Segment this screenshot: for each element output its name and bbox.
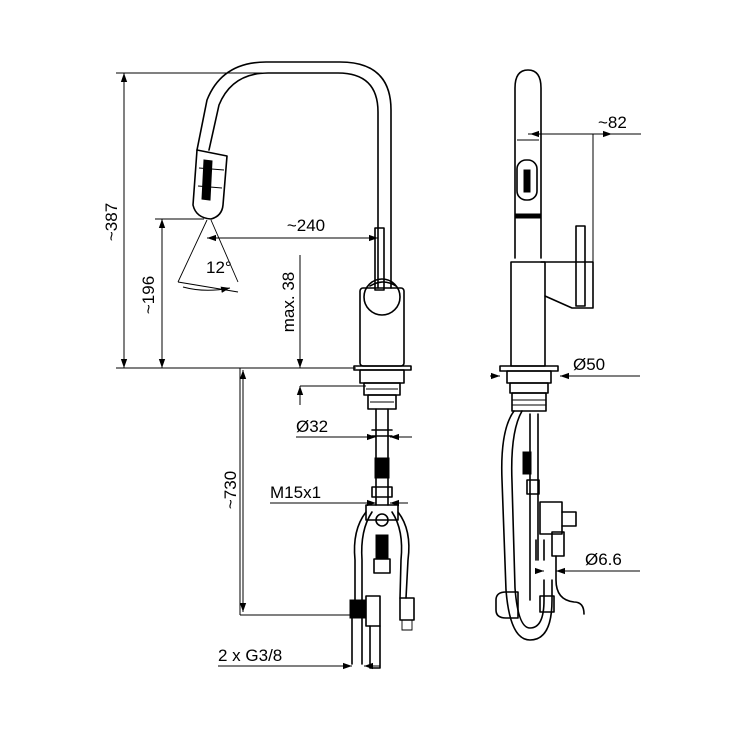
label-base-diameter: Ø50 bbox=[573, 355, 605, 374]
side-body bbox=[510, 261, 546, 367]
side-lever bbox=[575, 225, 586, 307]
lever-pivot bbox=[363, 278, 401, 316]
label-hole-diameter: Ø32 bbox=[296, 417, 328, 436]
label-hose-length: ~730 bbox=[221, 471, 240, 509]
label-head-projection: ~82 bbox=[598, 113, 627, 132]
side-hose-loop bbox=[500, 410, 553, 641]
label-total-height: ~387 bbox=[102, 203, 121, 241]
front-view bbox=[177, 61, 415, 669]
spout-arch bbox=[196, 61, 392, 289]
label-spray-angle: 12° bbox=[206, 258, 232, 277]
side-spout bbox=[514, 69, 542, 259]
supply-hose-right bbox=[391, 511, 410, 599]
faucet-body bbox=[359, 287, 405, 367]
lever-handle bbox=[374, 227, 385, 291]
label-spout-clearance: ~196 bbox=[139, 276, 158, 314]
dimension-lines bbox=[116, 72, 641, 670]
label-thread: M15x1 bbox=[270, 483, 321, 502]
mounting-shank bbox=[375, 408, 389, 506]
label-connections: 2 x G3/8 bbox=[218, 646, 282, 665]
label-spout-reach: ~240 bbox=[287, 216, 325, 235]
supply-hose-left bbox=[353, 511, 373, 601]
dimension-labels: ~387 ~196 ~240 12° max. 38 ~730 Ø32 M15x… bbox=[102, 113, 627, 665]
side-view bbox=[495, 69, 594, 641]
label-pipe-diameter: Ø6.6 bbox=[585, 550, 622, 569]
spray-head bbox=[192, 149, 228, 220]
label-max-deck-thickness: max. 38 bbox=[279, 272, 298, 332]
